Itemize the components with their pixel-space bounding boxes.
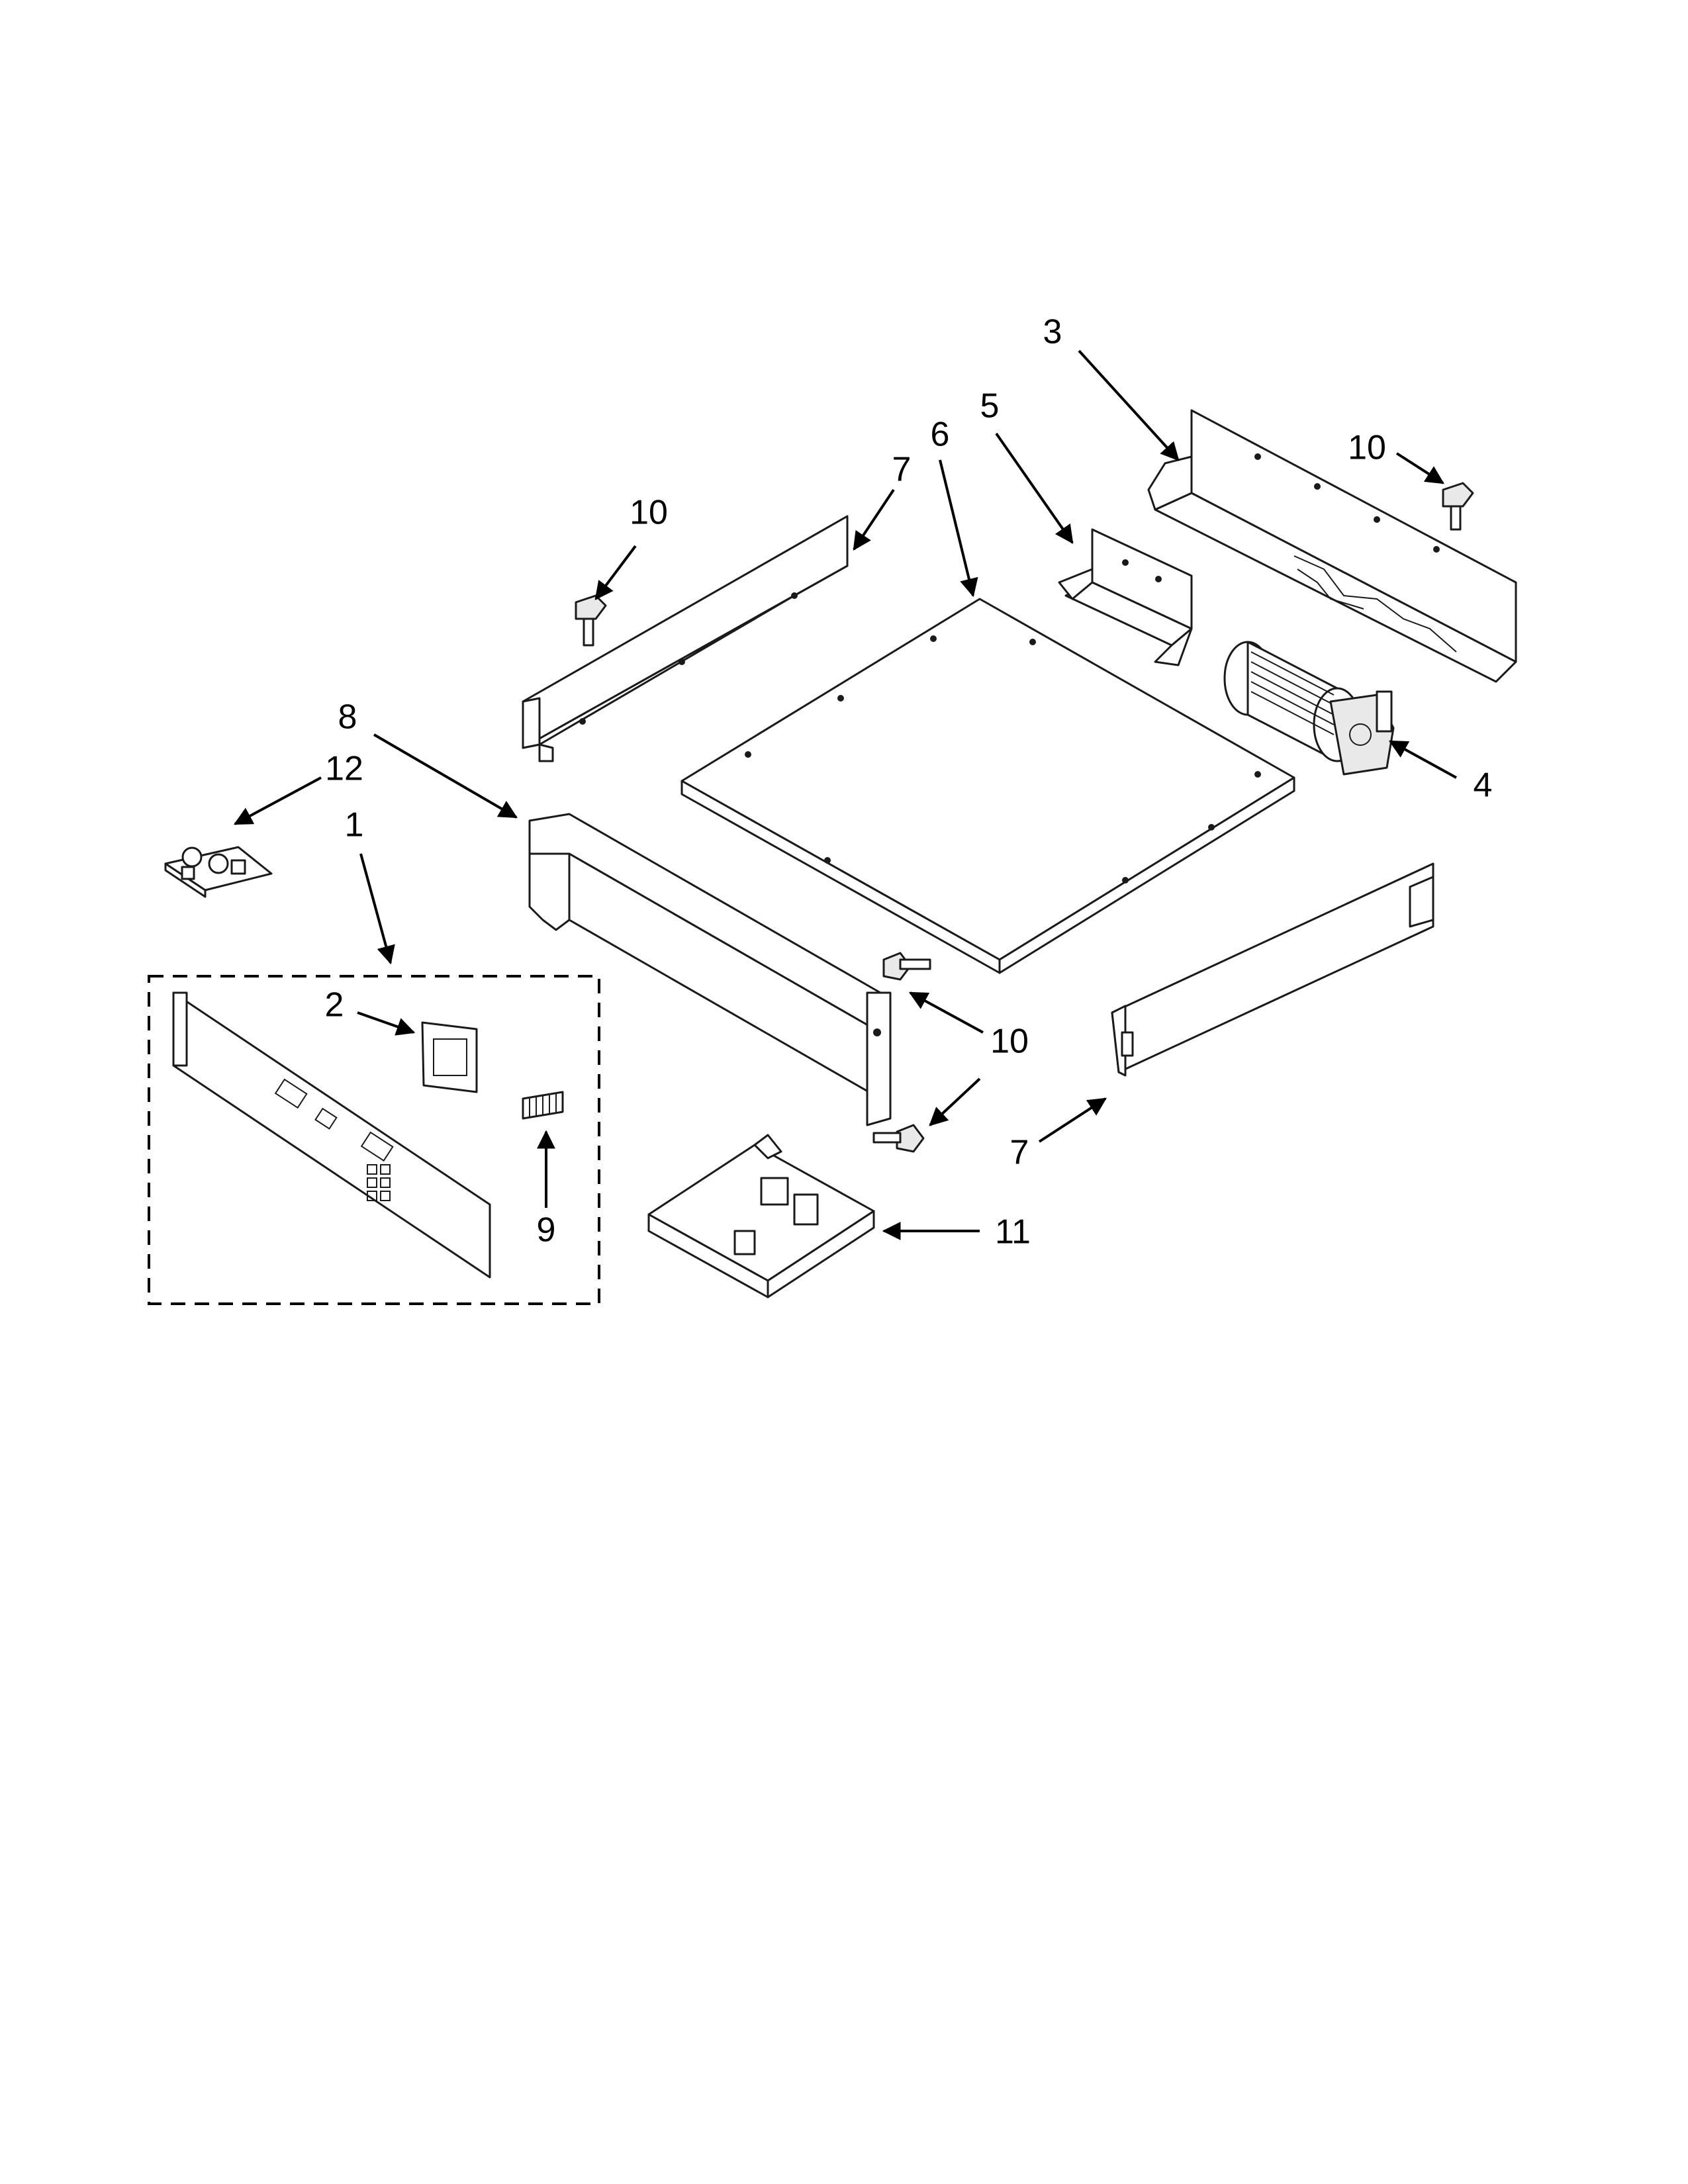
part-screw-upper-left: [575, 594, 607, 647]
part-screw-upper-right: [1442, 482, 1474, 531]
leader-6: [939, 459, 978, 598]
part-ribbon-connector: [522, 1091, 564, 1120]
callout-7-upper: 7: [892, 451, 912, 489]
leader-8: [373, 733, 518, 819]
leader-10-lower: [929, 1077, 981, 1126]
leader-10-middle: [908, 991, 984, 1034]
part-front-rail: [528, 813, 892, 1126]
part-fan-bracket: [1058, 528, 1193, 666]
leader-3: [1078, 349, 1180, 461]
callout-7-lower: 7: [1010, 1134, 1029, 1172]
leader-10-upper-left: [594, 545, 637, 600]
callout-3: 3: [1043, 313, 1062, 351]
callout-10-upper-left: 10: [630, 494, 668, 532]
callout-5: 5: [980, 387, 1000, 426]
leader-10-upper-right: [1395, 452, 1444, 484]
callout-8: 8: [338, 698, 357, 737]
callout-12: 12: [325, 750, 363, 788]
callout-2: 2: [325, 986, 344, 1024]
keypad: [367, 1164, 391, 1201]
leader-1: [359, 853, 395, 965]
callout-9: 9: [537, 1211, 556, 1250]
leader-7-upper: [853, 488, 895, 551]
leader-12: [233, 776, 322, 825]
part-side-rail-lower: [1111, 862, 1434, 1077]
callout-10-middle: 10: [990, 1023, 1029, 1061]
part-rear-bracket: [1147, 409, 1517, 683]
part-blower-motor: [1223, 641, 1395, 776]
control-panel-kit-box: [148, 975, 600, 1305]
part-top-panel: [680, 598, 1295, 974]
leader-4: [1388, 740, 1457, 779]
part-screw-middle: [882, 952, 931, 981]
callout-11: 11: [995, 1213, 1031, 1251]
part-display-board: [421, 1021, 478, 1093]
callout-6: 6: [931, 416, 950, 454]
part-side-rail-upper: [522, 515, 849, 762]
part-screw-lower: [872, 1124, 925, 1153]
callout-4: 4: [1474, 766, 1493, 805]
leader-2: [357, 1011, 416, 1036]
callout-10-upper-right: 10: [1348, 429, 1386, 467]
part-filter-board: [164, 846, 273, 898]
leader-7-lower: [1038, 1097, 1107, 1143]
part-control-board-tray: [647, 1134, 875, 1298]
part-control-panel: [172, 991, 491, 1279]
callout-1: 1: [345, 806, 364, 844]
leader-5: [995, 432, 1074, 544]
